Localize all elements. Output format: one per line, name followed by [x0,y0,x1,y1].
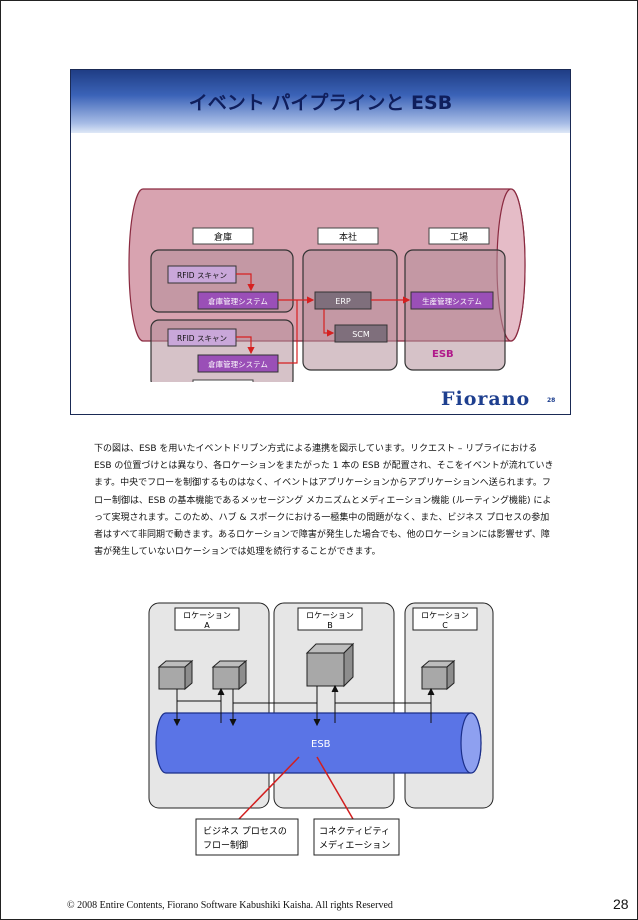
event-pipeline-diagram: 倉庫 本社 工場 RFID スキャン 倉庫管理システム RFID スキャン 倉庫… [128,188,526,383]
esb-tube-end [460,712,482,774]
node-wms-1: 倉庫管理システム [208,296,268,306]
location-b-line1: ロケーション [306,611,354,620]
node-production-box [410,291,494,310]
node-rfid-2: RFID スキャン [177,334,227,343]
fiorano-logo: Fiorano [441,388,531,410]
app-cube-b [305,642,355,688]
callout-line-mediation [316,756,354,820]
node-erp: ERP [335,297,351,306]
app-cube-a2 [211,659,248,691]
group-label-box-warehouse-bottom [192,379,254,383]
node-production: 生産管理システム [422,296,482,306]
location-esb-diagram: ロケーション A ロケーション B ロケーション C ESB [148,602,494,856]
location-panel-a [148,602,270,809]
location-c-line2: C [442,621,448,630]
body-paragraph: 下の図は、ESB を用いたイベントドリブン方式による連携を図示しています。リクエ… [94,444,554,558]
location-label-box-b [297,607,363,631]
esb-label: ESB [432,349,454,360]
app-cube-c [420,659,456,691]
node-scm-box [334,324,388,343]
slide-number: 28 [547,397,556,404]
group-label-hq: 本社 [339,231,357,243]
group-label-box-hq [317,227,379,245]
callout-mediation-line1: コネクティビティ [319,826,390,837]
slide-image: イベント パイプラインと ESB 倉庫 本社 工場 [70,69,571,415]
group-label-warehouse-top: 倉庫 [214,231,232,243]
slide-header-band: イベント パイプラインと ESB [71,70,570,133]
group-label-box-warehouse-top [192,227,254,245]
callout-line-flow [238,756,300,820]
location-c-line1: ロケーション [421,611,469,620]
location-panel-b [273,602,395,809]
footer-copyright: © 2008 Entire Contents, Fiorano Software… [67,900,393,911]
group-region-factory [404,249,506,371]
node-scm: SCM [352,330,370,339]
slide-footer-band [71,382,570,414]
app-esb-connectors [173,684,435,727]
location-label-box-a [174,607,240,631]
flow-arrows [236,273,411,364]
group-label-factory: 工場 [450,231,468,243]
callout-flow-line1: ビジネス プロセスの [203,826,287,837]
slide-title: イベント パイプラインと ESB [188,92,453,114]
group-label-box-factory [428,227,490,245]
callout-box-mediation [313,818,400,856]
callout-box-flow [195,818,299,856]
location-b-line2: B [327,621,333,630]
esb-tube-label: ESB [311,739,331,750]
page-number: 28 [613,896,629,912]
app-cube-a1 [157,659,194,691]
group-region-hq [302,249,398,371]
callout-mediation-line2: メディエーション [319,839,390,851]
location-label-box-c [412,607,478,631]
node-rfid-1: RFID スキャン [177,271,227,280]
callout-flow-line2: フロー制御 [203,839,248,851]
node-wms-2: 倉庫管理システム [208,359,268,369]
location-a-line1: ロケーション [183,611,231,620]
location-a-line2: A [204,621,210,630]
location-panel-c [404,602,494,809]
